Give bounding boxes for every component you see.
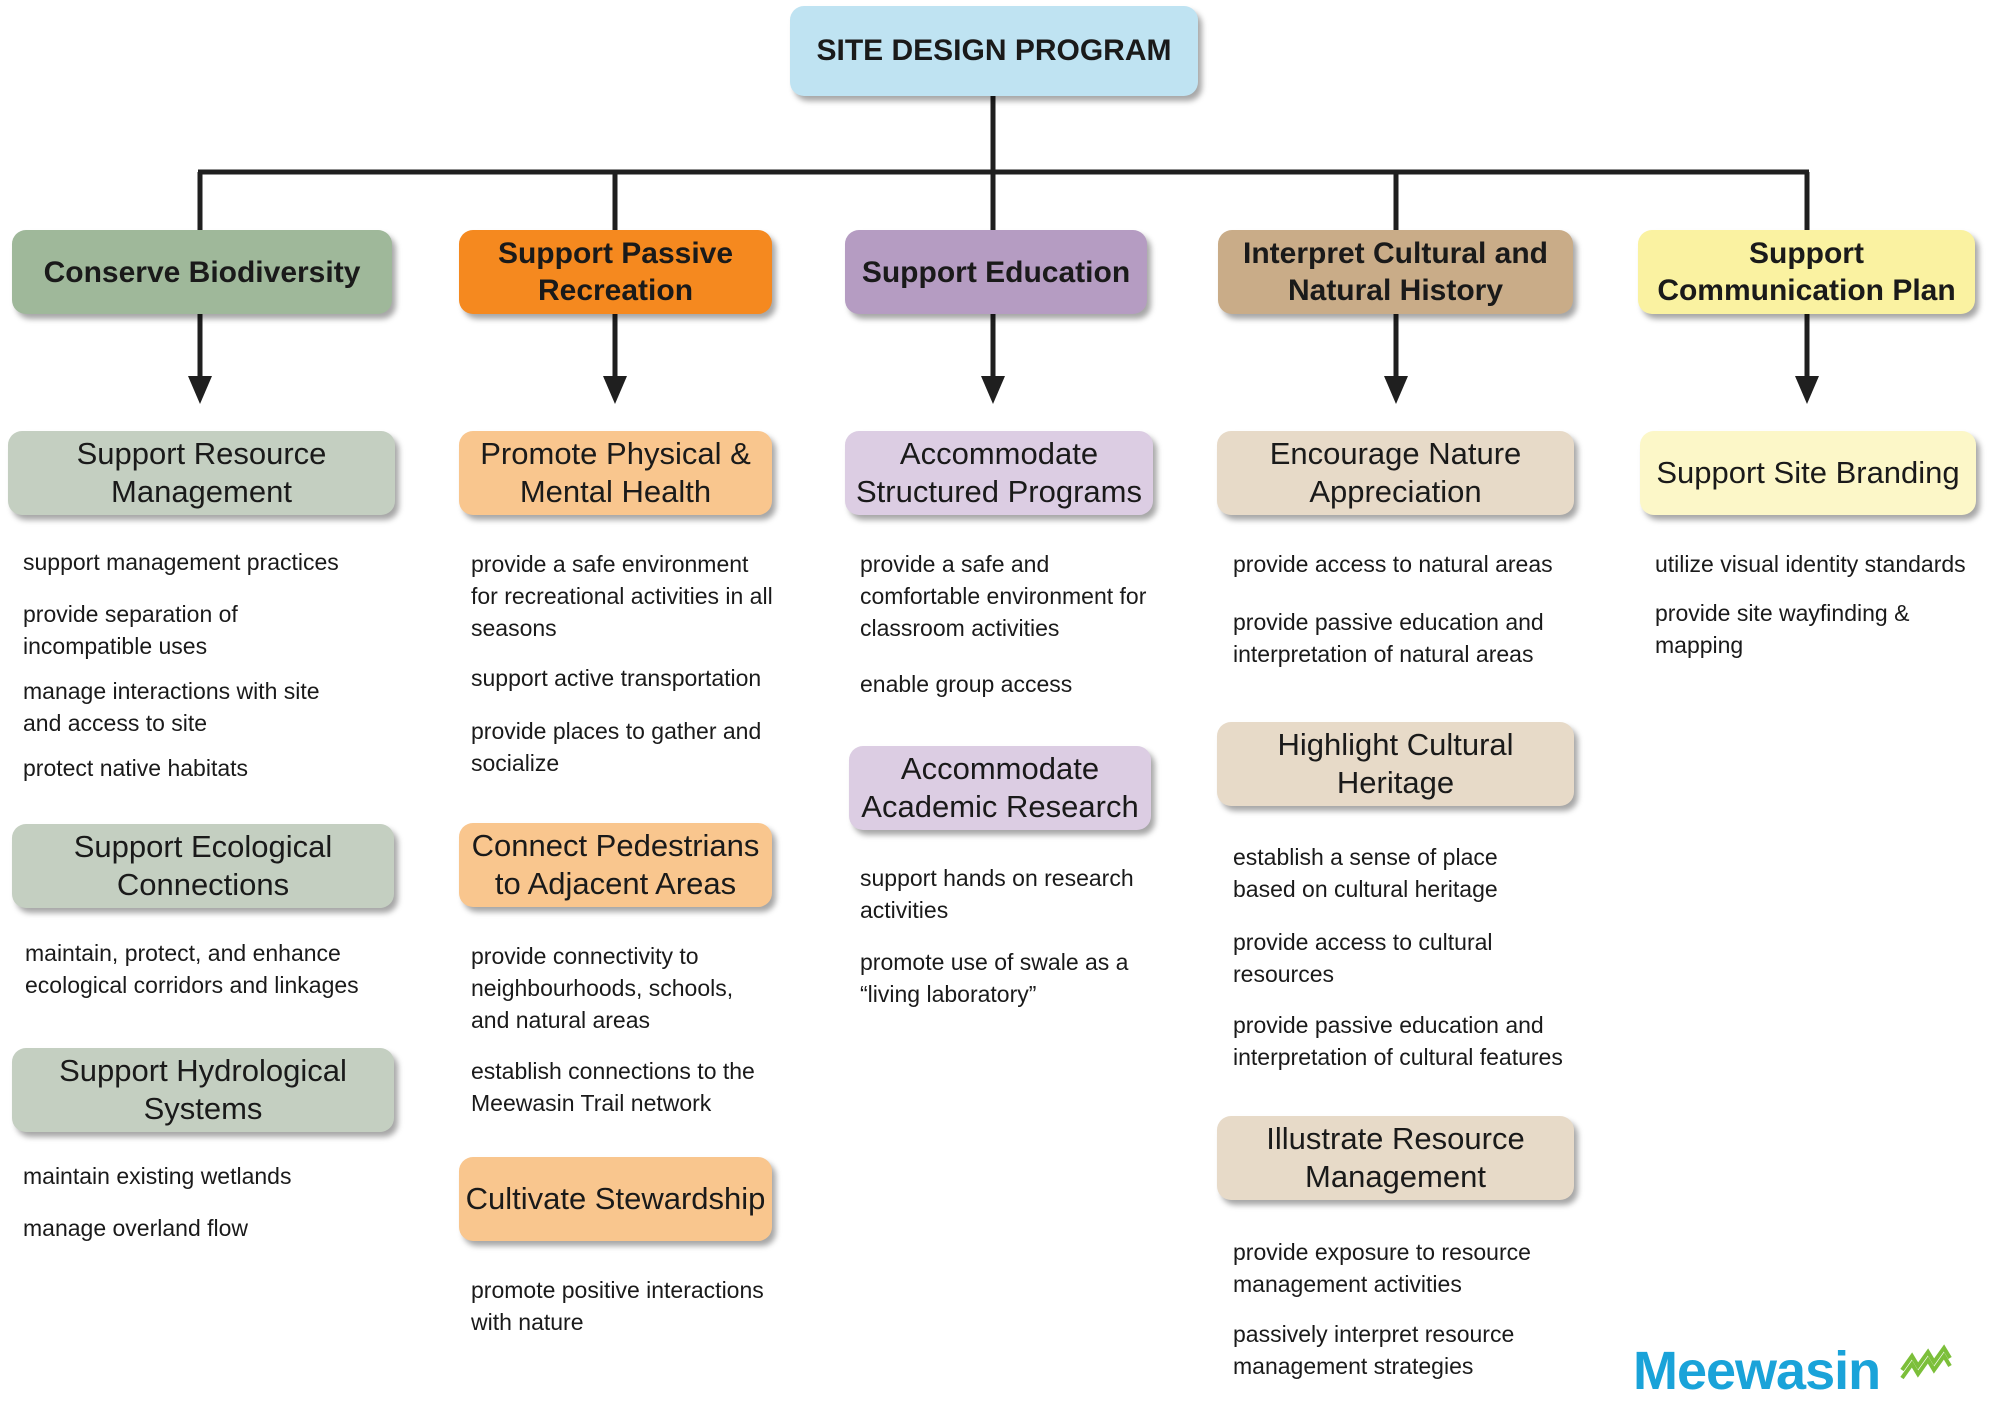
category-support-communication-plan: Support Communication Plan: [1638, 230, 1975, 314]
goal-label: Support Site Branding: [1656, 455, 1960, 490]
goal-support-hydrological-systems: Support Hydrological Systems: [12, 1048, 394, 1132]
goal-label: Illustrate Resource Management: [1266, 1121, 1525, 1194]
note-item: support hands on research activities: [860, 865, 1134, 923]
category-label: Support Communication Plan: [1657, 237, 1956, 307]
note-item: protect native habitats: [23, 755, 249, 781]
goal-label: Highlight Cultural Heritage: [1277, 727, 1514, 800]
goal-label: Accommodate Structured Programs: [856, 436, 1142, 509]
logo-text: Meewasin: [1633, 1341, 1881, 1401]
goal-support-site-branding: Support Site Branding: [1640, 431, 1976, 515]
note-item: promote use of swale as a “living labora…: [860, 949, 1129, 1007]
goal-highlight-cultural-heritage: Highlight Cultural Heritage: [1217, 722, 1574, 806]
note-item: maintain existing wetlands: [23, 1163, 292, 1189]
note-item: manage interactions with site and access…: [23, 678, 320, 736]
category-support-education: Support Education: [845, 230, 1147, 314]
note-item: manage overland flow: [23, 1215, 249, 1241]
note-item: establish connections to the Meewasin Tr…: [471, 1058, 755, 1116]
note-item: provide passive education and interpreta…: [1233, 1012, 1563, 1070]
category-label: Support Passive Recreation: [497, 237, 734, 307]
goal-encourage-nature-appreciation: Encourage Nature Appreciation: [1217, 431, 1574, 515]
note-item: establish a sense of place based on cult…: [1233, 844, 1498, 902]
note-item: provide separation of incompatible uses: [23, 601, 238, 659]
category-label: Conserve Biodiversity: [43, 255, 361, 289]
root-box: SITE DESIGN PROGRAM: [790, 6, 1198, 96]
note-item: provide passive education and interpreta…: [1233, 609, 1544, 667]
note-item: provide exposure to resource management …: [1233, 1239, 1531, 1297]
category-interpret-cultural-natural-history: Interpret Cultural and Natural History: [1218, 230, 1573, 314]
goal-label: Support Resource Management: [76, 436, 327, 509]
arrow-head: [1384, 376, 1408, 404]
note-item: provide access to cultural resources: [1233, 929, 1493, 987]
category-support-passive-recreation: Support Passive Recreation: [459, 230, 772, 314]
note-item: maintain, protect, and enhance ecologica…: [25, 940, 359, 998]
goal-connect-pedestrians: Connect Pedestrians to Adjacent Areas: [459, 823, 772, 907]
goal-label: Promote Physical & Mental Health: [480, 436, 751, 509]
note-item: support active transportation: [471, 665, 762, 691]
note-item: support management practices: [23, 549, 339, 575]
arrow-head: [1795, 376, 1819, 404]
note-item: provide site wayfinding & mapping: [1655, 600, 1910, 658]
note-item: provide places to gather and socialize: [471, 718, 762, 776]
goal-label: Encourage Nature Appreciation: [1269, 436, 1522, 509]
goal-label: Support Hydrological Systems: [59, 1053, 347, 1126]
note-item: enable group access: [860, 671, 1073, 697]
note-item: provide access to natural areas: [1233, 551, 1553, 577]
meewasin-logo: Meewasin: [1633, 1340, 1956, 1402]
goal-illustrate-resource-management: Illustrate Resource Management: [1217, 1116, 1574, 1200]
note-item: promote positive interactions with natur…: [471, 1277, 764, 1335]
arrow-head: [603, 376, 627, 404]
arrow-head: [981, 376, 1005, 404]
goal-support-resource-management: Support Resource Management: [8, 431, 395, 515]
root-label: SITE DESIGN PROGRAM: [816, 34, 1172, 67]
goal-accommodate-structured-programs: Accommodate Structured Programs: [845, 431, 1153, 515]
goal-cultivate-stewardship: Cultivate Stewardship: [459, 1157, 772, 1241]
goal-label: Cultivate Stewardship: [465, 1181, 766, 1216]
goal-accommodate-academic-research: Accommodate Academic Research: [849, 746, 1151, 830]
goal-support-ecological-connections: Support Ecological Connections: [12, 824, 394, 908]
category-conserve-biodiversity: Conserve Biodiversity: [12, 230, 392, 314]
category-label: Support Education: [861, 255, 1131, 289]
goal-label: Support Ecological Connections: [73, 829, 333, 902]
wave-logo-icon: [1900, 1344, 1952, 1380]
arrow-head: [188, 376, 212, 404]
note-item: utilize visual identity standards: [1655, 551, 1966, 577]
category-label: Interpret Cultural and Natural History: [1242, 237, 1549, 307]
goal-label: Connect Pedestrians to Adjacent Areas: [471, 828, 760, 901]
goal-promote-physical-mental-health: Promote Physical & Mental Health: [459, 431, 772, 515]
note-item: provide a safe and comfortable environme…: [860, 551, 1147, 641]
note-item: provide a safe environment for recreatio…: [471, 551, 773, 641]
note-item: provide connectivity to neighbourhoods, …: [471, 943, 734, 1033]
goal-label: Accommodate Academic Research: [861, 751, 1139, 824]
note-item: passively interpret resource management …: [1233, 1321, 1515, 1379]
